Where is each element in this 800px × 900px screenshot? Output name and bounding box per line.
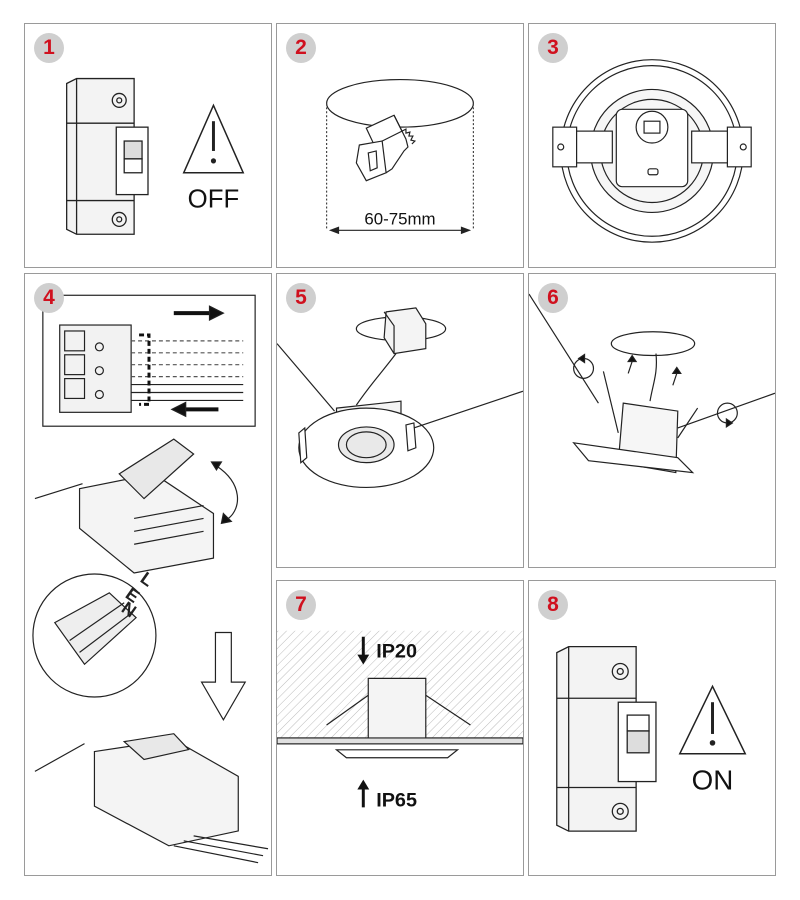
warning-triangle-icon bbox=[182, 103, 245, 174]
downlight-wiring-illustration bbox=[277, 307, 523, 489]
driver-box-icon bbox=[383, 307, 427, 355]
connector-closed-icon bbox=[34, 733, 269, 864]
step-number-badge: 5 bbox=[286, 283, 316, 313]
terminal-block-icon bbox=[59, 324, 132, 413]
step-1-panel: 1 OFF bbox=[24, 23, 272, 268]
step-6-panel: 6 bbox=[528, 273, 776, 568]
step-3-panel: 3 bbox=[528, 23, 776, 268]
connector-open-icon bbox=[34, 438, 215, 574]
wiring-illustration: N E L bbox=[32, 294, 269, 864]
circuit-breaker-icon bbox=[66, 77, 149, 235]
step-8-panel: 8 ON bbox=[528, 580, 776, 876]
rotate-arrow-left bbox=[573, 353, 595, 379]
ip20-label: IP20 bbox=[376, 641, 417, 663]
rotate-arrow-right bbox=[716, 402, 738, 429]
spring-clip-left bbox=[552, 126, 613, 168]
step-number-badge: 3 bbox=[538, 33, 568, 63]
breaker-on-illustration: ON bbox=[556, 646, 747, 832]
down-arrow-icon bbox=[200, 631, 247, 722]
hole-diameter-label: 60-75mm bbox=[364, 209, 435, 228]
downlight-fixture-icon bbox=[572, 353, 699, 474]
ceiling-hole-icon bbox=[610, 331, 696, 357]
step-number-badge: 2 bbox=[286, 33, 316, 63]
driver-housing-icon bbox=[615, 108, 689, 188]
on-label: ON bbox=[692, 765, 734, 796]
downlight-installed-icon bbox=[326, 677, 471, 759]
ip-rating-illustration: IP20 IP65 bbox=[277, 630, 523, 811]
insert-wire-arrow bbox=[173, 305, 225, 322]
circuit-breaker-icon bbox=[556, 646, 657, 832]
cut-hole-illustration: 60-75mm bbox=[326, 78, 474, 235]
step-5-panel: 5 bbox=[276, 273, 524, 568]
ceiling-board-icon bbox=[277, 737, 523, 745]
step-number-badge: 6 bbox=[538, 283, 568, 313]
step-4-panel: 4 bbox=[24, 273, 272, 876]
ip65-label: IP65 bbox=[376, 789, 417, 811]
connector-closeup-icon bbox=[32, 573, 157, 698]
breaker-off-illustration: OFF bbox=[66, 77, 245, 235]
spring-clip-right bbox=[691, 126, 752, 168]
step-number-badge: 4 bbox=[34, 283, 64, 313]
step-number-badge: 1 bbox=[34, 33, 64, 63]
downlight-top-view bbox=[552, 59, 752, 243]
step-7-panel: 7 IP20 IP65 bbox=[276, 580, 524, 876]
step-number-badge: 8 bbox=[538, 590, 568, 620]
spring-clip-install-illustration bbox=[529, 293, 775, 474]
step-number-badge: 7 bbox=[286, 590, 316, 620]
downlight-fixture-icon bbox=[298, 400, 435, 489]
rotate-lever-arrow bbox=[210, 461, 239, 525]
off-label: OFF bbox=[188, 185, 240, 213]
warning-triangle-icon bbox=[678, 684, 747, 755]
ip20-arrow bbox=[357, 636, 370, 665]
remove-wire-arrow bbox=[170, 401, 219, 418]
hole-saw-icon bbox=[355, 114, 417, 182]
step-2-panel: 2 60-75mm bbox=[276, 23, 524, 268]
ip65-arrow bbox=[357, 779, 370, 808]
ceiling-hole-icon bbox=[326, 78, 474, 128]
